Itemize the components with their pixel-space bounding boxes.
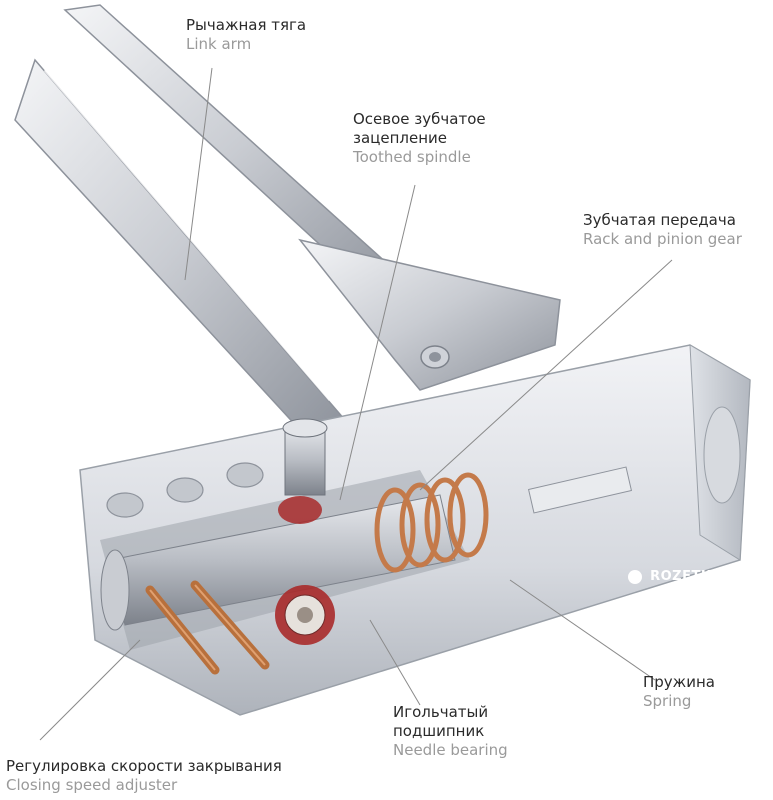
label-spring: Пружина Spring (643, 673, 715, 711)
cutaway-interior (100, 418, 489, 675)
toothed-spindle-en: Toothed spindle (353, 147, 471, 166)
needle-bearing-ru-line2: подшипник (393, 721, 485, 740)
label-rack-pinion: Зубчатая передача Rack and pinion gear (583, 211, 742, 249)
speed-adjuster-ru: Регулировка скорости закрывания (6, 757, 282, 775)
label-toothed-spindle: Осевое зубчатое зацепление Toothed spind… (353, 110, 486, 166)
watermark-text: ROZETKA (650, 569, 722, 584)
label-speed-adjuster: Регулировка скорости закрывания Closing … (6, 757, 282, 795)
label-link-arm: Рычажная тяга Link arm (186, 16, 306, 54)
leader-lines (39, 67, 673, 741)
spring-ru: Пружина (643, 673, 715, 691)
label-needle-bearing: Игольчатый подшипник Needle bearing (393, 703, 508, 759)
spring-en: Spring (643, 691, 692, 710)
needle-bearing-en: Needle bearing (393, 740, 508, 759)
needle-bearing-ru-line1: Игольчатый (393, 703, 489, 721)
link-arm-ru: Рычажная тяга (186, 16, 307, 34)
toothed-spindle-ru-line2: зацепление (353, 128, 448, 147)
link-arm-en: Link arm (186, 34, 252, 53)
speed-adjuster-en: Closing speed adjuster (6, 775, 178, 794)
toothed-spindle-ru-line1: Осевое зубчатое (353, 110, 486, 128)
rozetka-logo-icon (628, 569, 642, 584)
link-arm (14, 4, 561, 431)
rack-pinion-ru: Зубчатая передача (583, 211, 736, 229)
rozetka-watermark: ROZETKA (628, 566, 722, 585)
rack-pinion-en: Rack and pinion gear (583, 229, 742, 248)
